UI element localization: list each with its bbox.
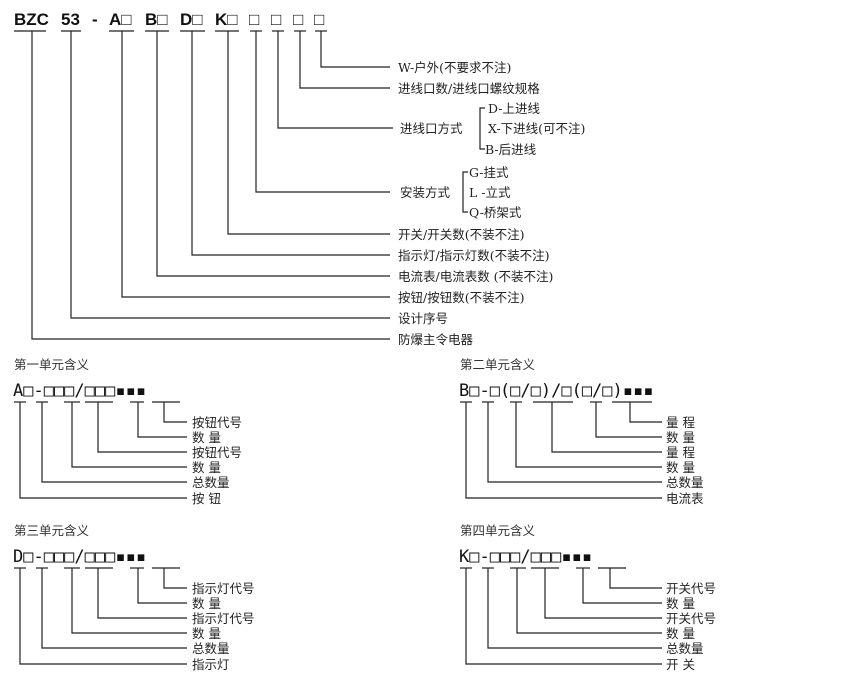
option-inlet-top: D-上进线 bbox=[488, 101, 540, 116]
label-ammeter: 电流表/电流表数 (不装不注) bbox=[398, 269, 553, 284]
code-bzc: BZC bbox=[14, 10, 49, 29]
unit-label: 按 钮 bbox=[192, 491, 221, 506]
unit-3: 第三单元含义 D□-□□□/□□□▪▪▪ 指示灯代号 数 量 指示灯代号 数 量… bbox=[13, 523, 255, 672]
label-inlet-count: 进线口数/进线口螺纹规格 bbox=[398, 81, 540, 96]
label-product: 防爆主令电器 bbox=[398, 332, 474, 347]
code-box-inlet-count: □ bbox=[293, 10, 303, 29]
label-design-no: 设计序号 bbox=[398, 311, 448, 326]
unit-label: 开 关 bbox=[666, 657, 695, 672]
code-box-inlet-mode: □ bbox=[271, 10, 281, 29]
label-switch: 开关/开关数(不装不注) bbox=[398, 227, 524, 242]
unit-code: D□-□□□/□□□▪▪▪ bbox=[13, 547, 146, 567]
label-indicator: 指示灯/指示灯数(不装不注) bbox=[398, 248, 549, 263]
code-b: B□ bbox=[145, 10, 168, 29]
code-d: D□ bbox=[180, 10, 203, 29]
code-a: A□ bbox=[109, 10, 132, 29]
label-inlet-mode: 进线口方式 bbox=[400, 121, 463, 136]
unit-label: 量 程 bbox=[666, 415, 695, 430]
label-button: 按钮/按钮数(不装不注) bbox=[398, 290, 524, 305]
unit-label: 指示灯 bbox=[192, 657, 230, 672]
unit-label: 按钮代号 bbox=[192, 445, 242, 460]
unit-label: 量 程 bbox=[666, 445, 695, 460]
model-code-legend: W-户外(不要求不注) 进线口数/进线口螺纹规格 进线口方式 D-上进线 X-下… bbox=[398, 60, 585, 347]
code-box-mounting: □ bbox=[249, 10, 259, 29]
unit-label: 电流表 bbox=[666, 491, 704, 506]
option-mount-hanging: G-挂式 bbox=[469, 165, 509, 180]
unit-code: A□-□□□/□□□▪▪▪ bbox=[13, 381, 146, 401]
unit-code: B□-□(□/□)/□(□/□)▪▪▪ bbox=[459, 381, 653, 401]
unit-label: 开关代号 bbox=[666, 581, 716, 596]
unit-label: 数 量 bbox=[666, 596, 695, 611]
unit-title: 第一单元含义 bbox=[14, 357, 90, 372]
unit-title: 第二单元含义 bbox=[460, 357, 536, 372]
unit-label: 总数量 bbox=[192, 641, 230, 656]
code-box-outdoor: □ bbox=[314, 10, 324, 29]
label-outdoor: W-户外(不要求不注) bbox=[398, 60, 511, 75]
unit-code: K□-□□□/□□□▪▪▪ bbox=[459, 547, 592, 567]
unit-label: 数 量 bbox=[666, 430, 695, 445]
unit-label: 总数量 bbox=[666, 475, 704, 490]
unit-1: 第一单元含义 A□-□□□/□□□▪▪▪ 按钮代号 数 量 按钮代号 数 量 总… bbox=[13, 357, 242, 506]
unit-title: 第四单元含义 bbox=[460, 523, 536, 538]
unit-label: 数 量 bbox=[192, 430, 221, 445]
unit-label: 总数量 bbox=[192, 475, 230, 490]
option-mount-tray: Q-桥架式 bbox=[469, 205, 522, 220]
label-mounting: 安装方式 bbox=[400, 185, 451, 200]
code-k: K□ bbox=[215, 10, 238, 29]
unit-4: 第四单元含义 K□-□□□/□□□▪▪▪ 开关代号 数 量 开关代号 数 量 总… bbox=[459, 523, 716, 672]
unit-2: 第二单元含义 B□-□(□/□)/□(□/□)▪▪▪ 量 程 数 量 量 程 数… bbox=[459, 357, 704, 506]
unit-label: 开关代号 bbox=[666, 611, 716, 626]
unit-label: 总数量 bbox=[666, 641, 704, 656]
option-mount-standing: L -立式 bbox=[469, 185, 511, 200]
unit-label: 指示灯代号 bbox=[192, 611, 255, 626]
option-inlet-bottom: X-下进线(可不注) bbox=[488, 121, 585, 136]
unit-label: 数 量 bbox=[192, 596, 221, 611]
unit-label: 数 量 bbox=[192, 626, 221, 641]
code-connectors bbox=[14, 30, 485, 340]
unit-label: 数 量 bbox=[666, 626, 695, 641]
unit-label: 按钮代号 bbox=[192, 415, 242, 430]
unit-label: 指示灯代号 bbox=[192, 581, 255, 596]
unit-label: 数 量 bbox=[192, 460, 221, 475]
model-code-row: BZC 53 - A□ B□ D□ K□ □ □ □ □ bbox=[14, 10, 324, 29]
code-53: 53 bbox=[61, 10, 80, 29]
code-dash: - bbox=[92, 10, 98, 29]
unit-title: 第三单元含义 bbox=[14, 523, 90, 538]
unit-label: 数 量 bbox=[666, 460, 695, 475]
option-inlet-back: B-后进线 bbox=[485, 142, 537, 157]
